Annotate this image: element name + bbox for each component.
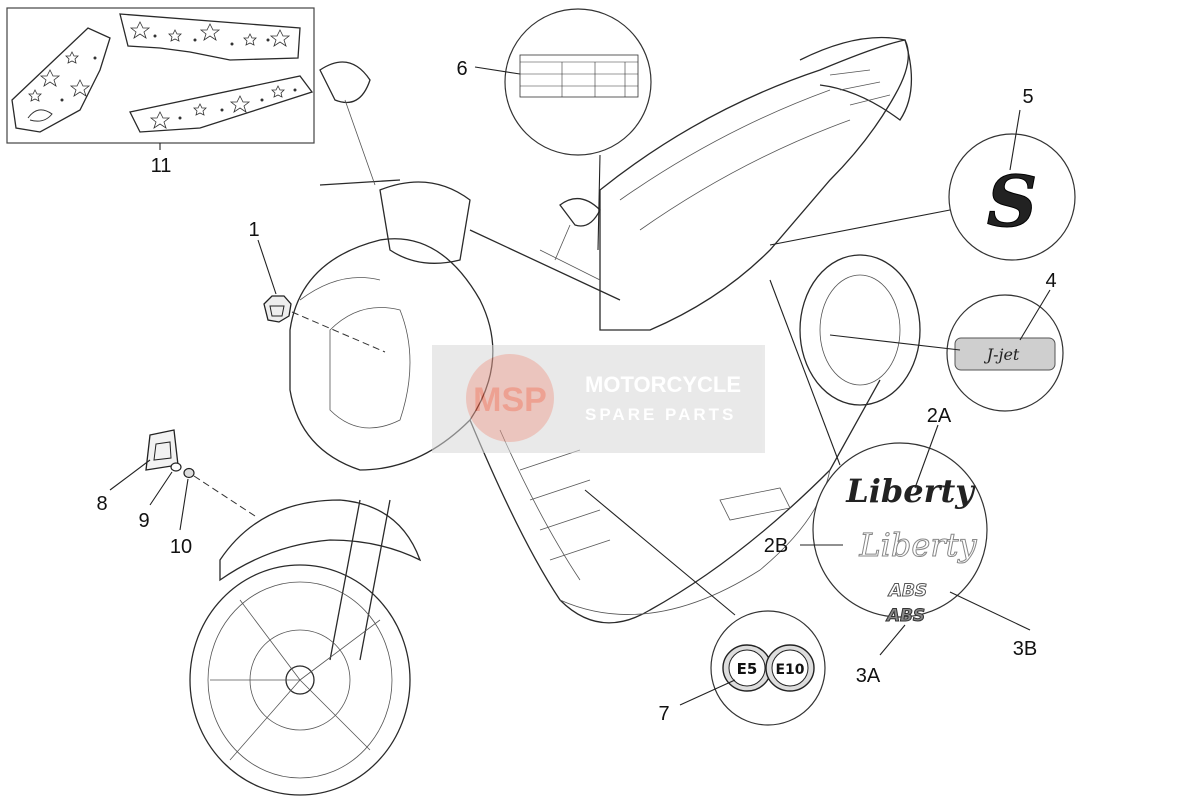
jet-badge-text: J-jet (984, 345, 1020, 364)
callout-6: 6 (456, 58, 467, 80)
callout-9: 9 (138, 510, 149, 532)
liberty-decal-2a: Liberty (845, 472, 976, 510)
callout-5: 5 (1022, 86, 1033, 108)
liberty-decal-2b: Liberty (858, 526, 977, 564)
decal-stars-inset (6, 7, 315, 144)
watermark-line1: MOTORCYCLE (585, 372, 741, 397)
callout-8: 8 (96, 493, 107, 515)
fuel-label-inset-part-7[interactable]: E5 E10 (710, 610, 826, 726)
scooter-drawing (189, 36, 921, 796)
washer-part-9[interactable] (170, 462, 182, 472)
callout-4: 4 (1045, 270, 1056, 292)
callout-3b: 3B (1013, 638, 1037, 660)
e10-label: E10 (775, 662, 804, 678)
callout-7: 7 (658, 703, 669, 725)
callout-1: 1 (248, 219, 259, 241)
callout-2a: 2A (927, 405, 952, 427)
watermark-logo: MSP (473, 381, 547, 419)
jet-badge-inset-part-4[interactable]: J-jet (946, 294, 1064, 412)
liberty-abs-inset[interactable]: Liberty Liberty ABS ABS (812, 442, 988, 627)
s-logo-text: S (987, 160, 1038, 243)
s-logo-inset-part-5[interactable]: S (948, 133, 1076, 261)
nut-part-10[interactable] (183, 467, 195, 479)
callout-10: 10 (170, 536, 192, 558)
callout-3a: 3A (856, 665, 881, 687)
watermark: MSP MOTORCYCLE SPARE PARTS (432, 345, 765, 453)
badge-part-1[interactable] (263, 295, 292, 323)
abs-decal-3b: ABS (887, 581, 927, 601)
watermark-line2: SPARE PARTS (585, 405, 736, 424)
e5-label: E5 (737, 660, 758, 678)
callout-11: 11 (151, 155, 172, 177)
label-sheet-inset-part-6[interactable] (504, 8, 652, 156)
abs-decal-3a: ABS (885, 606, 925, 626)
callout-2b: 2B (764, 535, 788, 557)
